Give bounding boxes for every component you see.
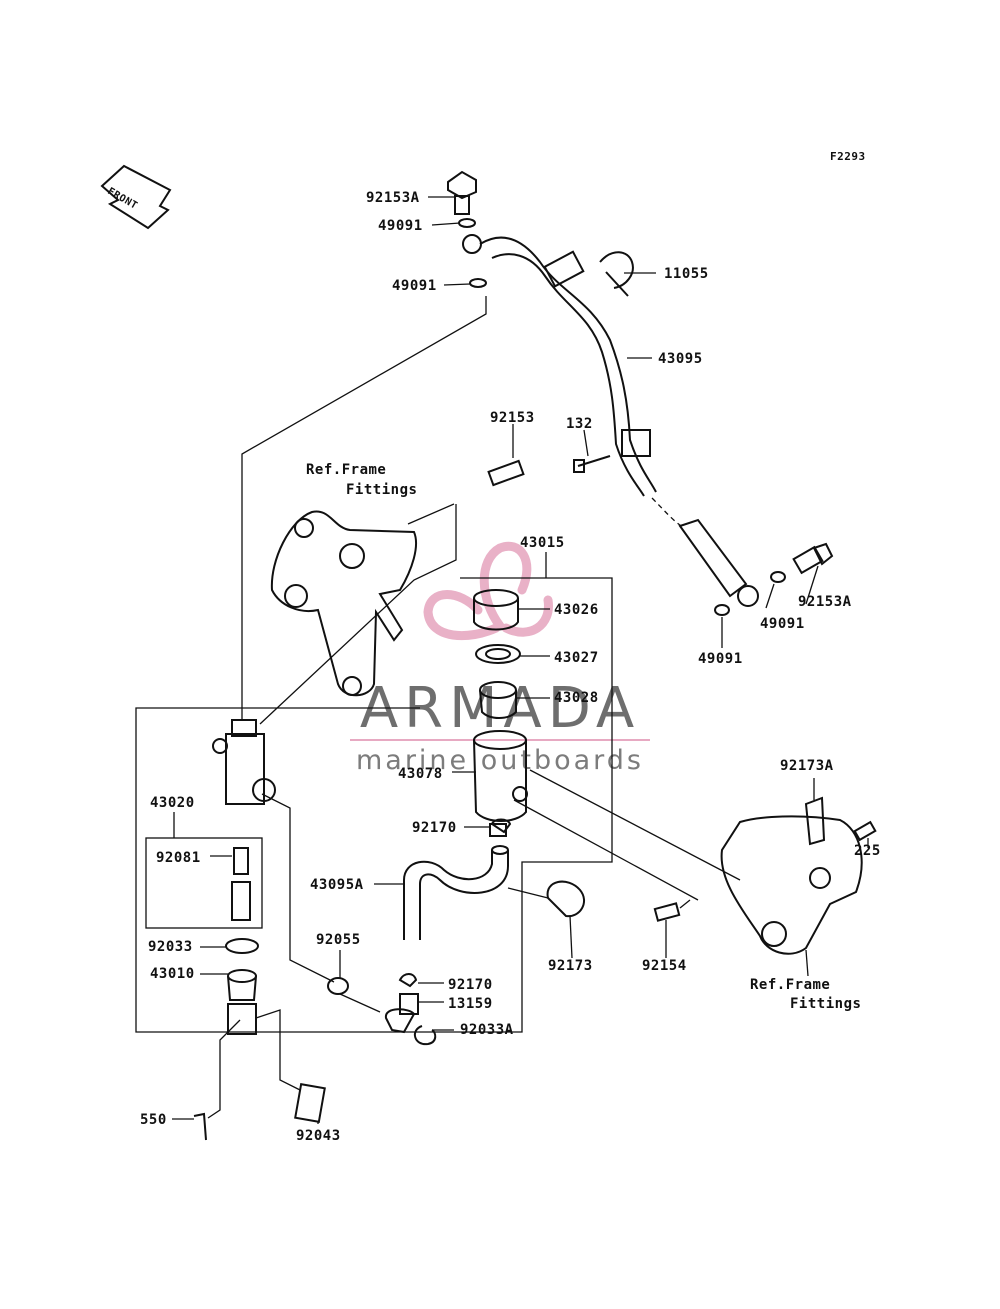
callout-550: 550 bbox=[140, 1112, 167, 1128]
callout-92081: 92081 bbox=[156, 850, 201, 866]
callout-43015: 43015 bbox=[520, 535, 565, 551]
clevis-43010 bbox=[227, 969, 257, 1035]
callout-132: 132 bbox=[566, 416, 593, 432]
caliper-bracket bbox=[720, 796, 877, 955]
callout-92153A-right: 92153A bbox=[798, 594, 852, 610]
ref-frame-2-line2: Fittings bbox=[790, 996, 862, 1012]
figure-code: F2293 bbox=[830, 150, 866, 163]
callout-43027: 43027 bbox=[554, 650, 599, 666]
callout-43026: 43026 bbox=[554, 602, 599, 618]
callout-92033: 92033 bbox=[148, 939, 193, 955]
connection-lines bbox=[207, 296, 741, 1119]
callout-92153A-top: 92153A bbox=[366, 190, 420, 206]
ref-frame-1-line2: Fittings bbox=[346, 482, 418, 498]
callout-43095A: 43095A bbox=[310, 877, 364, 893]
callout-225: 225 bbox=[854, 843, 881, 859]
callout-92173A: 92173A bbox=[780, 758, 834, 774]
callout-92154: 92154 bbox=[642, 958, 687, 974]
watermark-tagline: marine outboards bbox=[355, 745, 644, 776]
reservoir-cap bbox=[473, 589, 519, 631]
ref-frame-1-line1: Ref.Frame bbox=[306, 462, 387, 478]
group-box-43020 bbox=[145, 837, 263, 929]
callout-43010: 43010 bbox=[150, 966, 195, 982]
callout-49091-a: 49091 bbox=[378, 218, 423, 234]
banjo-bolt-top bbox=[447, 170, 477, 215]
callout-92170-a: 92170 bbox=[412, 820, 457, 836]
pedal-bracket bbox=[270, 503, 455, 697]
callout-92043: 92043 bbox=[296, 1128, 341, 1144]
callout-49091-b: 49091 bbox=[392, 278, 437, 294]
callout-92153: 92153 bbox=[490, 410, 535, 426]
master-cylinder-body bbox=[212, 719, 276, 805]
ref-frame-2-line1: Ref.Frame bbox=[750, 977, 831, 993]
callout-49091-d: 49091 bbox=[698, 651, 743, 667]
watermark-divider bbox=[350, 739, 650, 741]
callout-92173: 92173 bbox=[548, 958, 593, 974]
callout-49091-c: 49091 bbox=[760, 616, 805, 632]
callout-92170-b: 92170 bbox=[448, 977, 493, 993]
callout-43020: 43020 bbox=[150, 795, 195, 811]
leader-lines bbox=[172, 196, 869, 1124]
group-box-43015 bbox=[135, 577, 613, 1033]
front-arrow-icon bbox=[100, 164, 172, 230]
callout-11055: 11055 bbox=[664, 266, 709, 282]
callout-13159: 13159 bbox=[448, 996, 493, 1012]
callout-43028: 43028 bbox=[554, 690, 599, 706]
callout-43095: 43095 bbox=[658, 351, 703, 367]
callout-92055: 92055 bbox=[316, 932, 361, 948]
callout-43078: 43078 bbox=[398, 766, 443, 782]
callout-92033A: 92033A bbox=[460, 1022, 514, 1038]
